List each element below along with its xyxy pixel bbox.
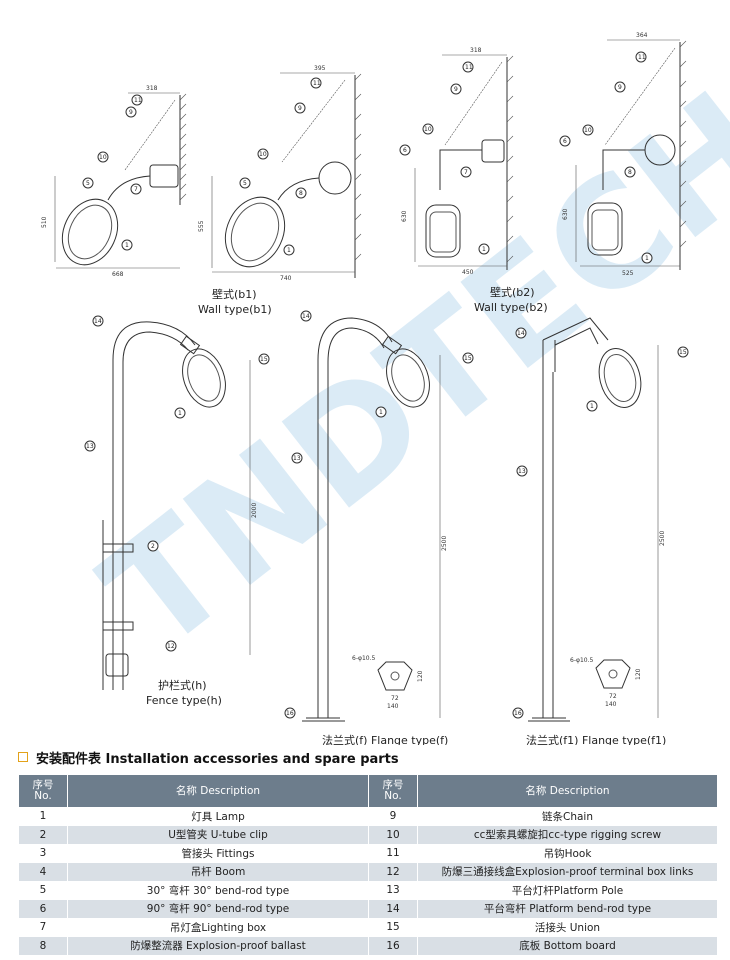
figure-b2-right: 364 630 525 11 9 10 6 8 1 (559, 32, 687, 277)
svg-text:1: 1 (482, 246, 486, 253)
svg-text:6-φ10.5: 6-φ10.5 (570, 657, 593, 664)
table-row: 1 灯具 Lamp 9 链条Chain (19, 807, 717, 826)
figure-b1-left: 318 510 668 11 9 10 5 7 1 (41, 85, 187, 278)
svg-text:7: 7 (464, 169, 468, 176)
figure-f1: 2500 6-φ10.5 120 72 140 14 15 1 13 16 (512, 317, 689, 722)
svg-text:12: 12 (167, 643, 175, 650)
svg-text:10: 10 (259, 151, 267, 158)
svg-text:2: 2 (151, 543, 155, 550)
svg-text:9: 9 (454, 86, 458, 93)
svg-text:395: 395 (314, 65, 326, 72)
caption-f: 法兰式(f) Flange type(f) (322, 733, 448, 745)
svg-text:11: 11 (638, 54, 646, 61)
table-row: 5 30° 弯杆 30° bend-rod type 13 平台灯杆Platfo… (19, 881, 717, 900)
svg-text:510: 510 (41, 216, 48, 228)
svg-text:13: 13 (293, 455, 301, 462)
caption-b1-en: Wall type(b1) (198, 303, 272, 316)
table-row: 3 管接头 Fittings 11 吊钩Hook (19, 844, 717, 863)
svg-text:318: 318 (470, 47, 482, 54)
svg-text:450: 450 (462, 269, 474, 276)
svg-text:318: 318 (146, 85, 158, 92)
svg-text:13: 13 (518, 468, 526, 475)
svg-text:5: 5 (86, 180, 90, 187)
svg-text:2500: 2500 (659, 531, 666, 546)
svg-text:1: 1 (125, 242, 129, 249)
svg-text:11: 11 (313, 80, 321, 87)
svg-text:2500: 2500 (441, 536, 448, 551)
svg-text:7: 7 (134, 186, 138, 193)
header-desc-right: 名称 Description (417, 775, 717, 807)
svg-text:14: 14 (302, 313, 310, 320)
svg-text:10: 10 (99, 154, 107, 161)
svg-text:13: 13 (86, 443, 94, 450)
svg-text:15: 15 (260, 356, 268, 363)
svg-text:2000: 2000 (251, 503, 258, 518)
svg-text:14: 14 (517, 330, 525, 337)
svg-text:9: 9 (618, 84, 622, 91)
svg-text:120: 120 (417, 670, 424, 682)
svg-text:1: 1 (645, 255, 649, 262)
caption-h-en: Fence type(h) (146, 694, 222, 707)
svg-text:6: 6 (563, 138, 567, 145)
svg-text:555: 555 (198, 220, 205, 232)
svg-text:740: 740 (280, 275, 292, 282)
svg-text:6-φ10.5: 6-φ10.5 (352, 655, 375, 662)
svg-text:16: 16 (514, 710, 522, 717)
svg-text:15: 15 (464, 355, 472, 362)
svg-text:364: 364 (636, 32, 648, 39)
section-title: 安装配件表 Installation accessories and spare… (18, 748, 718, 767)
svg-text:9: 9 (298, 105, 302, 112)
svg-text:120: 120 (635, 668, 642, 680)
svg-text:140: 140 (387, 703, 399, 710)
svg-text:11: 11 (465, 64, 473, 71)
svg-text:1: 1 (178, 410, 182, 417)
svg-text:11: 11 (134, 97, 142, 104)
svg-text:14: 14 (94, 318, 102, 325)
table-row: 6 90° 弯杆 90° bend-rod type 14 平台弯杆 Platf… (19, 899, 717, 918)
svg-text:1: 1 (287, 247, 291, 254)
square-outline-icon (18, 752, 28, 762)
svg-text:5: 5 (243, 180, 247, 187)
svg-text:630: 630 (401, 210, 408, 222)
caption-f1: 法兰式(f1) Flange type(f1) (526, 733, 666, 745)
svg-text:15: 15 (679, 349, 687, 356)
svg-text:140: 140 (605, 701, 617, 708)
svg-text:525: 525 (622, 270, 634, 277)
figure-f: 2500 6-φ10.5 120 72 140 14 15 1 13 16 (284, 310, 474, 722)
svg-text:1: 1 (379, 409, 383, 416)
caption-b2-cn: 壁式(b2) (490, 285, 535, 299)
table-row: 4 吊杆 Boom 12 防爆三通接线盒Explosion-proof term… (19, 862, 717, 881)
svg-text:10: 10 (424, 126, 432, 133)
svg-text:9: 9 (129, 109, 133, 116)
svg-text:1: 1 (590, 403, 594, 410)
figure-h: 2000 14 15 1 13 2 12 (84, 315, 270, 690)
svg-text:630: 630 (562, 208, 569, 220)
svg-text:72: 72 (391, 695, 399, 702)
caption-b2-en: Wall type(b2) (474, 301, 548, 314)
table-row: 8 防爆整流器 Explosion-proof ballast 16 底板 Bo… (19, 936, 717, 955)
figure-b1-right: 395 555 740 11 9 10 5 8 1 (198, 65, 362, 282)
figure-b2-left: 318 630 450 11 9 10 6 7 1 (399, 47, 514, 276)
svg-text:6: 6 (403, 147, 407, 154)
svg-text:16: 16 (286, 710, 294, 717)
svg-text:72: 72 (609, 693, 617, 700)
svg-text:10: 10 (584, 127, 592, 134)
table-row: 2 U型管夹 U-tube clip 10 cc型索具螺旋扣cc-type ri… (19, 825, 717, 844)
svg-text:668: 668 (112, 271, 124, 278)
installation-drawings: TNDTECH 318 510 668 11 9 10 5 7 1 395 55… (41, 32, 730, 745)
svg-text:8: 8 (628, 169, 632, 176)
section-title-text: 安装配件表 Installation accessories and spare… (36, 751, 399, 767)
svg-text:8: 8 (299, 190, 303, 197)
header-desc-left: 名称 Description (67, 775, 369, 807)
caption-b1-cn: 壁式(b1) (212, 287, 257, 301)
caption-h-cn: 护栏式(h) (158, 678, 207, 692)
table-row: 7 吊灯盒Lighting box 15 活接头 Union (19, 918, 717, 937)
